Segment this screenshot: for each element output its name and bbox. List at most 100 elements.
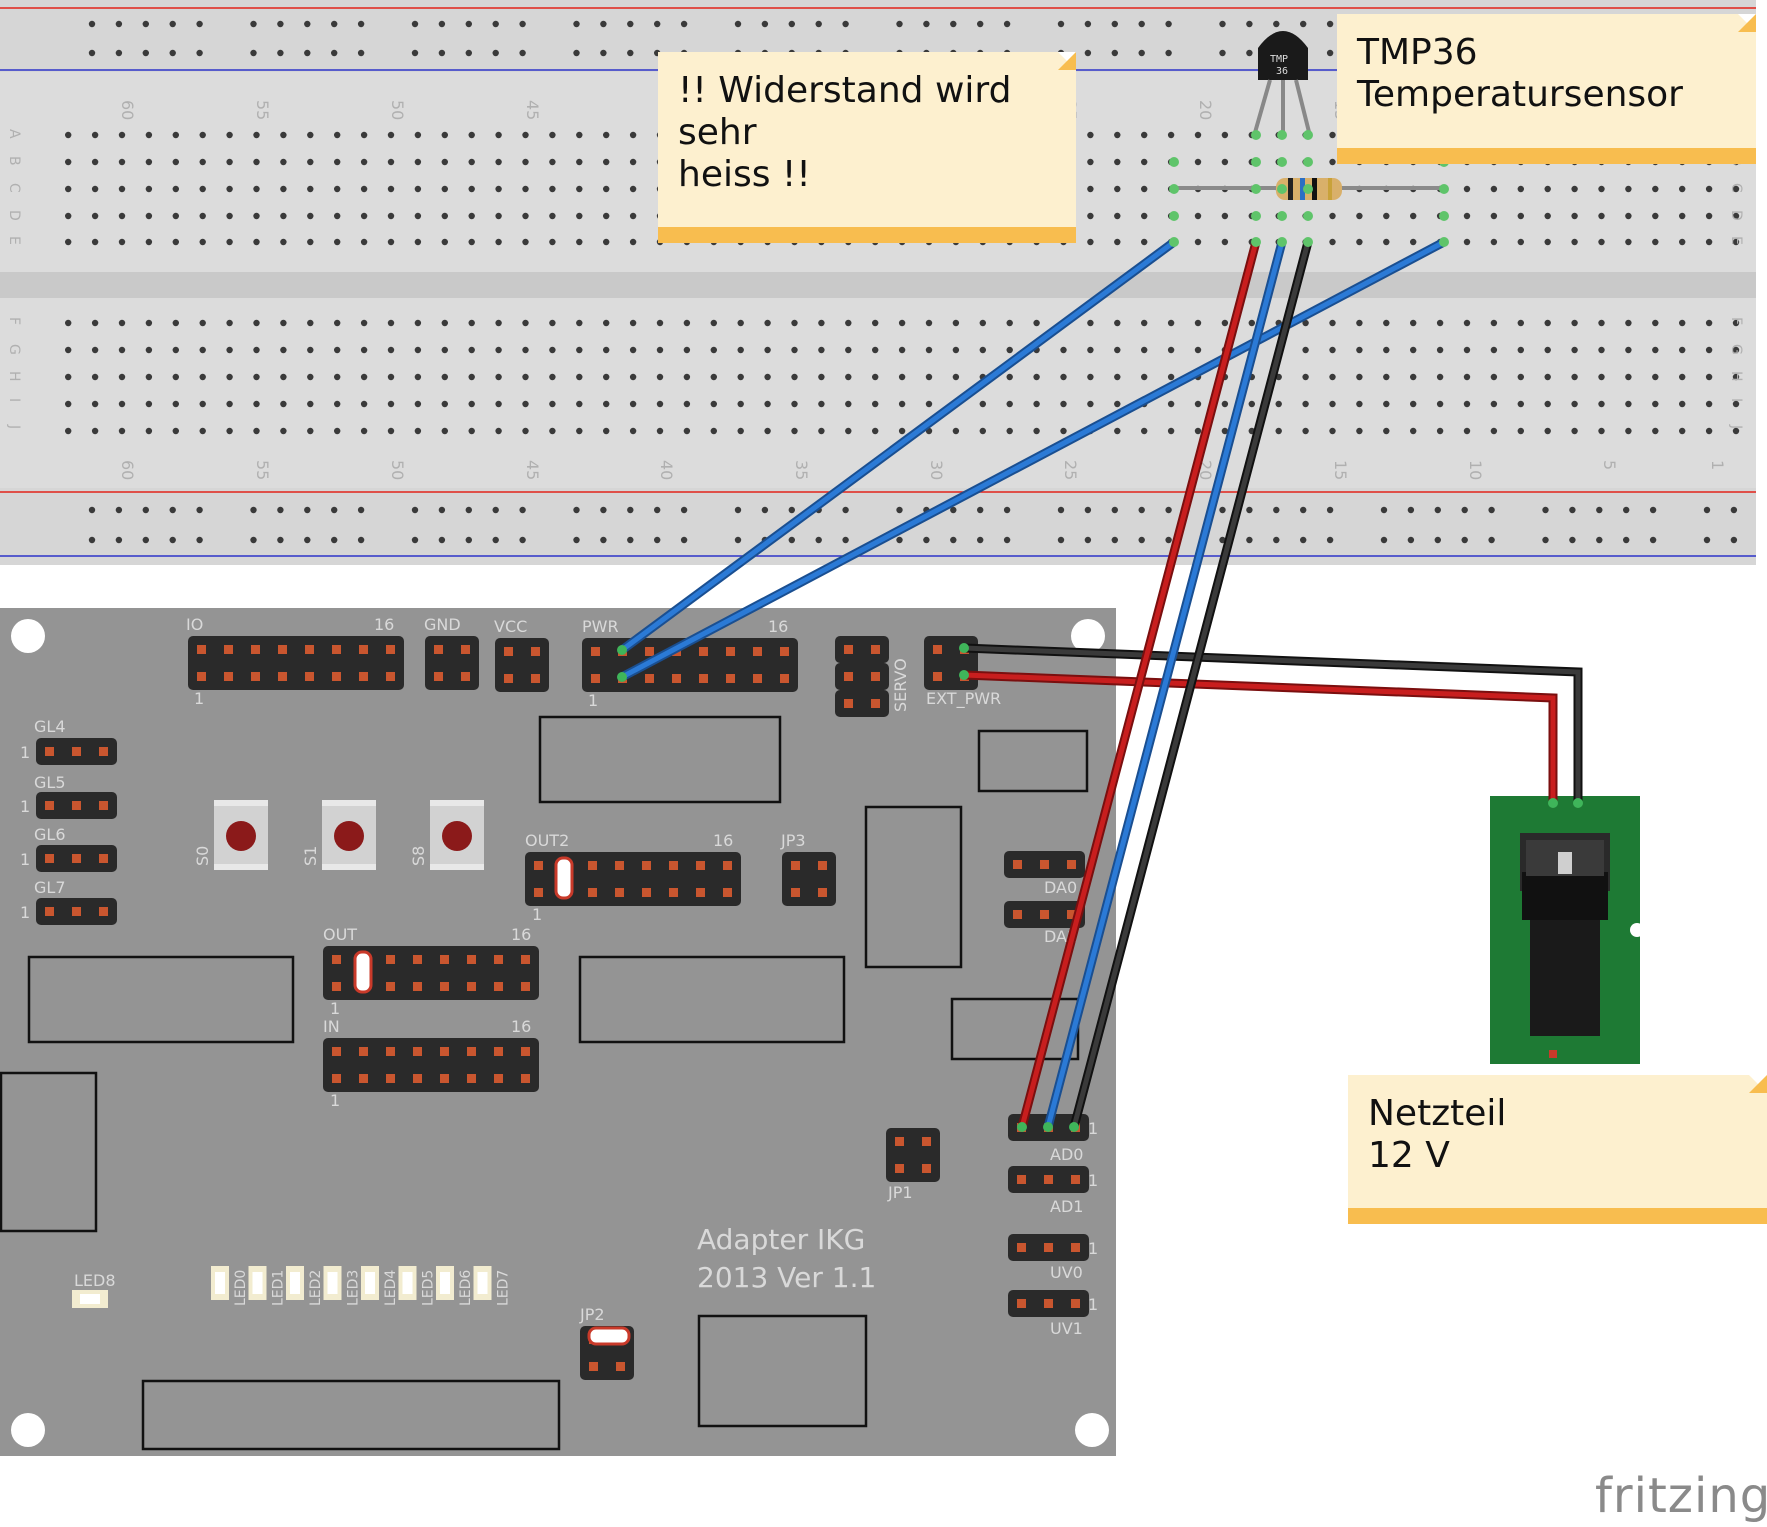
breadboard-hole — [1356, 212, 1363, 220]
breadboard-hole — [818, 400, 825, 408]
breadboard-hole — [65, 131, 72, 139]
button-s0[interactable] — [214, 800, 268, 870]
header-out2[interactable] — [525, 852, 741, 906]
breadboard-hole — [1087, 400, 1094, 408]
breadboard-hole — [710, 427, 717, 435]
note-warning: !! Widerstand wird sehr heiss !! — [658, 52, 1076, 243]
header-gl6[interactable] — [36, 845, 117, 872]
rail-hole — [88, 536, 96, 544]
breadboard-hole — [1517, 319, 1525, 327]
rail-hole — [1111, 49, 1119, 57]
column-number: 35 — [792, 460, 811, 480]
breadboard-hole — [1598, 427, 1605, 435]
breadboard-hole — [468, 158, 475, 166]
note-sensor-text: TMP36 Temperatursensor — [1357, 32, 1683, 115]
header-da1[interactable] — [1004, 901, 1085, 928]
label-uv0-1: 1 — [1088, 1239, 1098, 1258]
breadboard-hole — [199, 131, 206, 139]
rail-hole — [1596, 536, 1603, 544]
header-pwr[interactable] — [582, 638, 798, 692]
rail-hole — [1273, 536, 1280, 544]
header-gnd[interactable] — [425, 636, 479, 690]
breadboard-hole — [872, 400, 879, 408]
header-uv0[interactable] — [1008, 1234, 1089, 1261]
breadboard-hole — [845, 427, 852, 435]
active-hole — [1169, 157, 1179, 167]
header-vcc[interactable] — [495, 638, 549, 692]
header-uv1[interactable] — [1008, 1290, 1089, 1317]
header-ad1[interactable] — [1008, 1166, 1089, 1193]
header-jp3[interactable] — [782, 852, 836, 906]
breadboard-hole — [145, 131, 153, 139]
breadboard-hole — [334, 185, 341, 193]
breadboard-hole — [576, 131, 583, 139]
rail-hole — [411, 536, 419, 544]
breadboard-hole — [1410, 319, 1417, 327]
jumper[interactable] — [587, 1326, 631, 1346]
adapter-board: IO 16 1 GND VCC PWR 16 1 SERVO EXT_PWR G… — [0, 608, 1116, 1456]
breadboard-hole — [307, 427, 314, 435]
jumper[interactable] — [353, 950, 373, 994]
header-jp1[interactable] — [886, 1128, 940, 1182]
header-servo-1[interactable] — [835, 636, 889, 663]
breadboard-hole — [1329, 373, 1336, 381]
header-gl7[interactable] — [36, 898, 117, 925]
power-jack-module — [1490, 796, 1644, 1064]
breadboard-hole — [1544, 346, 1551, 354]
wire-endpoint — [1573, 798, 1583, 808]
breadboard-hole — [1732, 427, 1740, 435]
breadboard-hole — [1114, 158, 1121, 166]
rail-hole — [357, 20, 365, 28]
breadboard-hole — [1571, 346, 1578, 354]
header-servo-3[interactable] — [835, 690, 889, 717]
breadboard-hole — [468, 185, 475, 193]
rail-hole — [277, 506, 284, 514]
header-da0[interactable] — [1004, 851, 1085, 878]
rail-hole — [1461, 506, 1468, 514]
breadboard-hole — [226, 400, 233, 408]
breadboard-hole — [1329, 238, 1336, 246]
rail-hole — [411, 20, 419, 28]
header-servo-2[interactable] — [835, 663, 889, 690]
breadboard-hole — [495, 400, 502, 408]
label-ad1-1: 1 — [1088, 1171, 1098, 1190]
breadboard-hole — [549, 373, 556, 381]
button-s8[interactable] — [430, 800, 484, 870]
breadboard-hole — [629, 346, 637, 354]
rail-hole — [1138, 49, 1145, 57]
breadboard-hole — [199, 400, 206, 408]
tmp36-sensor: TMP 36 — [1252, 31, 1312, 137]
breadboard-hole — [1006, 373, 1013, 381]
breadboard-hole — [468, 212, 475, 220]
breadboard-hole — [280, 373, 287, 381]
breadboard-hole — [576, 427, 583, 435]
breadboard-hole — [683, 346, 691, 354]
active-hole — [1277, 130, 1287, 140]
rail-hole — [169, 536, 176, 544]
column-number: 5 — [1600, 460, 1619, 470]
rail-hole — [950, 506, 957, 514]
breadboard-hole — [1302, 400, 1309, 408]
breadboard-hole — [1329, 400, 1336, 408]
rail-hole — [1300, 506, 1307, 514]
header-io[interactable] — [188, 636, 404, 690]
breadboard-hole — [1732, 212, 1740, 220]
header-gl5[interactable] — [36, 792, 117, 819]
rail-hole — [734, 506, 742, 514]
breadboard-hole — [1141, 427, 1148, 435]
breadboard-hole — [1571, 319, 1578, 327]
breadboard-hole — [1302, 346, 1309, 354]
label-in-16: 16 — [511, 1017, 531, 1036]
mounting-hole — [11, 619, 45, 653]
column-number: 60 — [118, 100, 137, 120]
jumper[interactable] — [554, 856, 574, 900]
header-gl4[interactable] — [36, 738, 117, 765]
breadboard-hole — [199, 319, 206, 327]
breadboard-hole — [495, 238, 502, 246]
breadboard-hole — [764, 427, 771, 435]
breadboard-hole — [1544, 400, 1551, 408]
breadboard-hole — [872, 319, 879, 327]
button-s1[interactable] — [322, 800, 376, 870]
header-in[interactable] — [323, 1038, 539, 1092]
breadboard-hole — [549, 346, 556, 354]
